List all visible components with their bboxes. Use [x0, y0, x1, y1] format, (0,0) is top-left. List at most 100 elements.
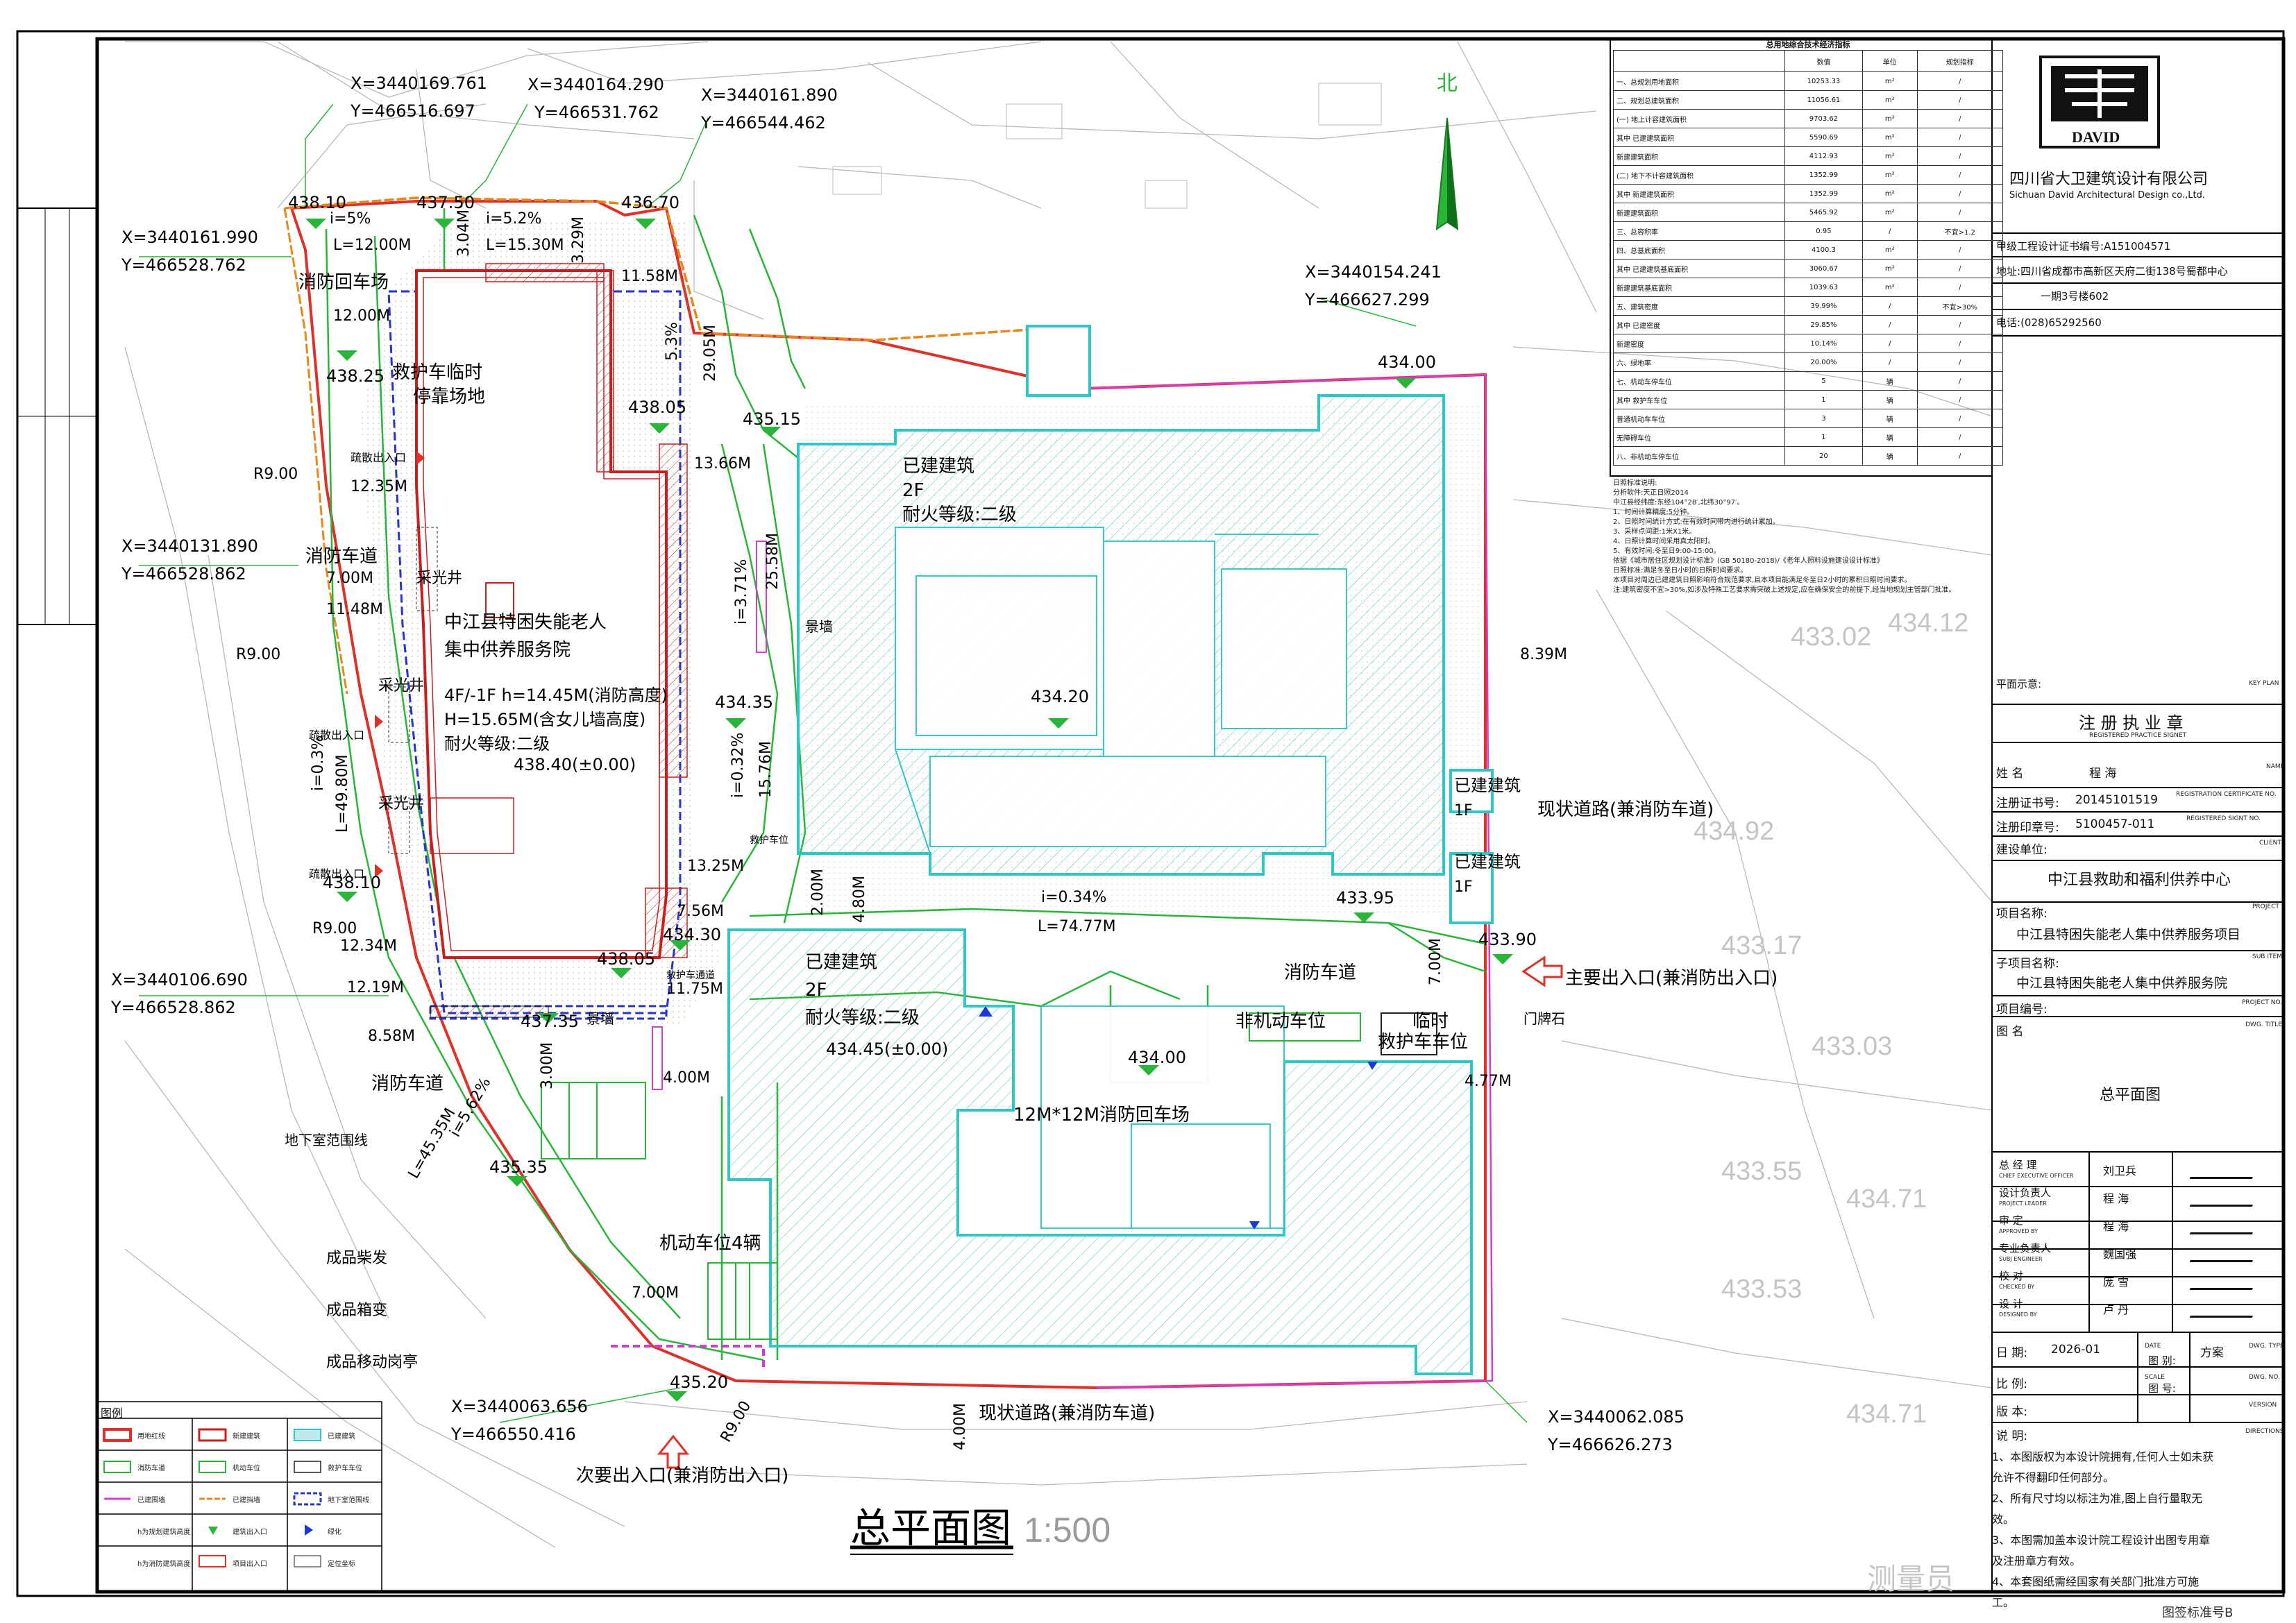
ambulance-bay-1: 临时 [1412, 1011, 1449, 1032]
kpi-cell: 辆 [1862, 446, 1918, 466]
svg-text:X=3440106.690: X=3440106.690 [111, 970, 248, 989]
kpi-cell: 1352.99 [1784, 165, 1864, 185]
ambulance-parking-2: 停靠场地 [413, 386, 485, 407]
svg-text:11.48M: 11.48M [326, 601, 383, 618]
svg-text:X=3440062.085: X=3440062.085 [1548, 1407, 1685, 1427]
sun-note-line: 日照标准说明: [1613, 479, 1657, 487]
kpi-cell: 新建密度 [1613, 334, 1785, 353]
svg-text:Y=466544.462: Y=466544.462 [700, 113, 826, 133]
svg-text:438.10: 438.10 [323, 873, 381, 892]
svg-text:12.34M: 12.34M [340, 937, 397, 955]
kpi-cell: / [1916, 71, 2004, 91]
svg-text:i=3.71%: i=3.71% [733, 559, 750, 624]
svg-text:436.70: 436.70 [621, 193, 679, 212]
svg-text:地下室范围线: 地下室范围线 [285, 1132, 368, 1148]
svg-text:Y=466528.862: Y=466528.862 [110, 998, 236, 1017]
svg-text:救护车位: 救护车位 [750, 834, 788, 846]
kpi-cell: 一、总规划用地面积 [1613, 71, 1785, 91]
legend-item-label: 已建建筑 [328, 1433, 355, 1441]
svg-text:434.71: 434.71 [1846, 1184, 1927, 1214]
role-title: 校 对 [1999, 1270, 2023, 1282]
turnaround-12m: 12M*12M消防回车场 [1013, 1105, 1190, 1125]
registration-cert: 20145101519 [2075, 793, 2158, 807]
kpi-cell: 5 [1784, 371, 1864, 391]
kpi-cell: 10253.33 [1784, 71, 1864, 91]
sun-note-line: 5、有效时间:冬至日9:00-15:00。 [1613, 547, 1721, 555]
legend-item-label: h为消防建筑高度 [137, 1561, 191, 1568]
kpi-cell: 其中 已建建筑面积 [1613, 128, 1785, 147]
kpi-cell: / [1916, 165, 2004, 185]
address-row-2: 一期3号楼602 [2041, 290, 2109, 303]
kpi-cell: / [1916, 203, 2004, 222]
kpi-cell: 29.85% [1784, 315, 1864, 334]
kpi-cell: 其中 救护车车位 [1613, 390, 1785, 409]
svg-text:Y=466531.762: Y=466531.762 [534, 103, 659, 122]
svg-text:2.00M: 2.00M [809, 869, 827, 916]
kpi-cell: 不宜>30% [1916, 296, 2004, 316]
signet-name: 程 海 [2089, 767, 2117, 781]
svg-text:434.71: 434.71 [1846, 1400, 1927, 1429]
main-building-fire-rating: 耐火等级:二级 [444, 734, 550, 754]
kpi-cell: / [1916, 90, 2004, 110]
svg-text:8.58M: 8.58M [368, 1028, 415, 1045]
svg-text:i=5.62%: i=5.62% [447, 1075, 495, 1140]
legend-item-label: 建筑出入口 [233, 1529, 267, 1536]
svg-text:8.39M: 8.39M [1520, 646, 1567, 663]
svg-text:433.55: 433.55 [1721, 1157, 1802, 1186]
role-person: 刘卫兵 [2103, 1164, 2137, 1178]
legend-title: 图例 [101, 1407, 124, 1420]
svg-text:3.04M: 3.04M [455, 210, 473, 257]
svg-text:4.00M: 4.00M [952, 1403, 969, 1450]
drawing-type: 方案 [2200, 1346, 2224, 1360]
svg-text:435.20: 435.20 [670, 1373, 728, 1392]
svg-text:435.35: 435.35 [489, 1157, 548, 1177]
kpi-cell: 9703.62 [1784, 109, 1864, 128]
kpi-cell: 辆 [1862, 390, 1918, 409]
directions-notes: 1、本图版权为本设计院拥有,任何人士如未获允许不得翻印任何部分。2、所有尺寸均以… [1992, 1447, 2221, 1613]
kpi-cell: / [1916, 109, 2004, 128]
kpi-cell: 1 [1784, 390, 1864, 409]
svg-text:L=74.77M: L=74.77M [1038, 918, 1116, 935]
svg-text:433.90: 433.90 [1478, 930, 1537, 949]
parking-stalls [541, 1012, 1437, 1340]
svg-text:434.00: 434.00 [1128, 1048, 1186, 1067]
kpi-cell: 20.00% [1784, 352, 1864, 372]
svg-text:疏散出入口: 疏散出入口 [309, 867, 364, 881]
legend-item-label: 机动车位 [233, 1465, 260, 1472]
kpi-cell: 4100.3 [1784, 240, 1864, 260]
kpi-cell: 辆 [1862, 409, 1918, 428]
svg-text:X=3440131.890: X=3440131.890 [121, 536, 258, 556]
role-title-en: APPROVED BY [1999, 1228, 2038, 1234]
kpi-cell: 3 [1784, 409, 1864, 428]
title-block-frame [1991, 38, 2284, 1592]
tel-row: 电话:(028)65292560 [1996, 316, 2102, 329]
kpi-cell: 其中 已建密度 [1613, 315, 1785, 334]
role-title-en: CHIEF EXECUTIVE OFFICER [1999, 1173, 2074, 1179]
svg-text:门牌石: 门牌石 [1523, 1010, 1565, 1027]
direction-line: 1、本图版权为本设计院拥有,任何人士如未获允许不得翻印任何部分。 [1992, 1450, 2214, 1484]
non-motor-parking: 非机动车位 [1235, 1011, 1326, 1032]
kpi-cell: / [1862, 352, 1918, 372]
svg-text:R9.00: R9.00 [718, 1398, 755, 1445]
fire-road-southwest: 消防车道 [371, 1073, 444, 1094]
role-title: 审 定 [1999, 1214, 2023, 1227]
signature-scribble [2189, 1214, 2260, 1234]
direction-line: 4、本套图纸需经国家有关部门批准方可施工。 [1992, 1575, 2200, 1609]
signature-scribble [2189, 1270, 2260, 1290]
sun-note-line: 注:建筑密度不宜>30%,如涉及特殊工艺要求需突破上述规定,应在确保安全的前提下… [1613, 586, 1956, 594]
svg-text:434.92: 434.92 [1694, 817, 1774, 846]
signature-scribble [2189, 1298, 2260, 1318]
existing-a-floors: 2F [902, 480, 925, 501]
legend-item-label: 地下室范围线 [328, 1497, 369, 1504]
kpi-cell: m² [1862, 259, 1918, 278]
kpi-cell: 二、规划总建筑面积 [1613, 90, 1785, 110]
svg-text:i=5%: i=5% [330, 210, 371, 228]
svg-text:435.15: 435.15 [743, 409, 801, 429]
